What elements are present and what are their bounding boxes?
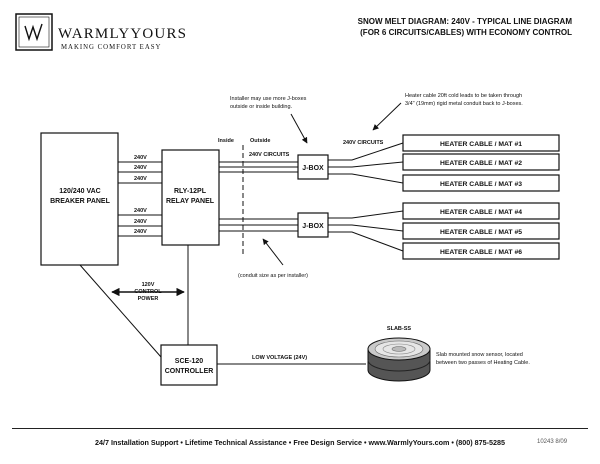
sensor-note-line-1: Slab mounted snow sensor, located: [436, 352, 523, 358]
heater-cable-3: [402, 174, 560, 192]
diagram-title-line-1: SNOW MELT DIAGRAM: 240V - TYPICAL LINE D…: [358, 17, 573, 26]
diagram-title-line-2: (FOR 6 CIRCUITS/CABLES) WITH ECONOMY CON…: [360, 28, 572, 37]
relay-to-jbox-wires: [219, 161, 298, 232]
controller-label-2: CONTROLLER: [165, 368, 214, 375]
jbox-top: [297, 154, 329, 180]
heater-cable-4-label: HEATER CABLE / MAT #4: [440, 209, 522, 216]
jbox-bottom-label: J-BOX: [302, 223, 324, 230]
jbox-to-cable-wires: [328, 142, 404, 252]
cable-note-line-2: 3/4" (19mm) rigid metal conduit back to …: [405, 101, 523, 107]
low-voltage-label: LOW VOLTAGE (24V): [252, 355, 307, 361]
circuits-label-cables: 240V CIRCUITS: [343, 140, 384, 146]
logo-name: WARMLYYOURS: [58, 26, 187, 42]
feeder-label-6: 240V: [134, 229, 147, 235]
heater-cable-2: [402, 153, 560, 171]
relay-panel-label-1: RLY-12PL: [174, 188, 207, 195]
heater-cable-5: [402, 222, 560, 240]
control-power-label-1: 120V: [142, 282, 155, 288]
controller-label-1: SCE-120: [175, 358, 204, 365]
feeder-label-4: 240V: [134, 208, 147, 214]
heater-cable-5-label: HEATER CABLE / MAT #5: [440, 229, 522, 236]
heater-cable-1: [402, 134, 560, 152]
outside-label: Outside: [250, 138, 270, 144]
footer-rule: [12, 428, 588, 429]
jbox-top-label: J-BOX: [302, 165, 324, 172]
circuits-label-relay: 240V CIRCUITS: [249, 152, 290, 158]
heater-cable-1-label: HEATER CABLE / MAT #1: [440, 141, 522, 148]
conduit-note-arrow: [262, 238, 284, 266]
feeder-label-5: 240V: [134, 219, 147, 225]
relay-panel-box: [161, 149, 220, 246]
control-power-label-3: POWER: [138, 296, 159, 302]
cable-note-arrow: [372, 102, 402, 131]
conduit-note: (conduit size as per installer): [238, 273, 308, 279]
heater-cable-6-label: HEATER CABLE / MAT #6: [440, 249, 522, 256]
jbox-note-line-1: Installer may use more J-boxes: [230, 96, 307, 102]
breaker-panel-label-2: BREAKER PANEL: [50, 198, 110, 205]
jbox-note-arrow: [290, 113, 308, 144]
logo-tagline: MAKING COMFORT EASY: [61, 44, 161, 51]
breaker-to-controller-wire: [79, 264, 162, 358]
heater-cable-3-label: HEATER CABLE / MAT #3: [440, 181, 522, 188]
jbox-bottom: [297, 212, 329, 238]
logo-mark-icon: [24, 23, 43, 42]
feeder-label-1: 240V: [134, 155, 147, 161]
slab-sensor-icon: [367, 337, 431, 382]
breaker-panel-label-1: 120/240 VAC: [59, 188, 101, 195]
warmlyyours-logo: WARMLYYOURS MAKING COMFORT EASY: [15, 13, 187, 51]
footer-doc-code: 10243 8/09: [537, 439, 568, 445]
breaker-to-relay-wires: [118, 161, 162, 237]
footer-contact-text: 24/7 Installation Support • Lifetime Tec…: [94, 438, 506, 447]
sensor-note-line-2: between two passes of Heating Cable.: [436, 360, 530, 366]
inside-label: Inside: [218, 138, 234, 144]
relay-panel-label-2: RELAY PANEL: [166, 198, 215, 205]
heater-cable-2-label: HEATER CABLE / MAT #2: [440, 160, 522, 167]
heater-cable-list: HEATER CABLE / MAT #1 HEATER CABLE / MAT…: [402, 134, 560, 260]
heater-cable-6: [402, 242, 560, 260]
cable-note-line-1: Heater cable 20ft cold leads to be taken…: [405, 93, 522, 99]
jbox-note-line-2: outside or inside building.: [230, 104, 293, 110]
feeder-label-2: 240V: [134, 165, 147, 171]
controller-box: [160, 344, 218, 386]
breaker-panel-box: [40, 132, 119, 266]
sensor-name-label: SLAB-SS: [387, 326, 411, 332]
control-power-label-2: CONTROL: [134, 289, 162, 295]
feeder-label-3: 240V: [134, 176, 147, 182]
heater-cable-4: [402, 202, 560, 220]
